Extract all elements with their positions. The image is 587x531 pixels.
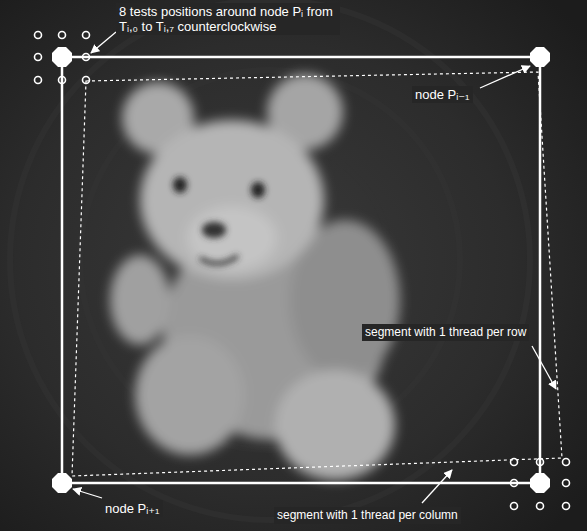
segment-line (62, 57, 540, 483)
swirl (10, 0, 530, 520)
annotation-label: segment with 1 thread per column (274, 507, 461, 524)
teddy-bear (110, 74, 400, 480)
test-position (35, 32, 570, 510)
annotation-label: 8 tests positions around node Pᵢ from Tᵢ… (116, 3, 340, 35)
annotation-label: segment with 1 thread per row (362, 324, 529, 341)
bear-face (173, 177, 265, 264)
annotation-label: node Pᵢ₊₁ (102, 500, 163, 517)
leader-line (73, 32, 556, 503)
node-octagon (52, 47, 550, 493)
dashed-quad (72, 72, 562, 476)
annotation-label: node Pᵢ₋₁ (412, 86, 473, 103)
